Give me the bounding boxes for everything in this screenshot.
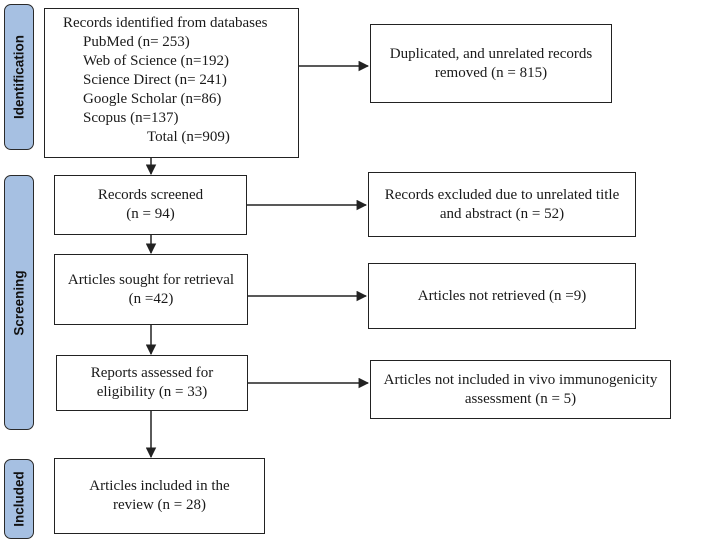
source-scopus: Scopus (n=137) [83, 110, 179, 126]
stage-bar-screening: Screening [4, 175, 34, 430]
screened-line1: Records screened [97, 187, 204, 203]
stage-bar-identification: Identification [4, 4, 34, 150]
removed-line1: Duplicated, and unrelated records [389, 45, 593, 62]
retrieval-line1: Articles sought for retrieval [67, 271, 235, 288]
identification-total: Total (n=909) [147, 129, 230, 145]
removed-box: Duplicated, and unrelated records remove… [370, 24, 612, 103]
not-included-line1: Articles not included in vivo immunogeni… [383, 371, 658, 388]
not-included-line2: assessment (n = 5) [464, 390, 577, 407]
screened-line2: (n = 94) [126, 206, 175, 222]
stage-bar-included: Included [4, 459, 34, 539]
source-web-of-science: Web of Science (n=192) [83, 53, 229, 69]
eligibility-box: Reports assessed for eligibility (n = 33… [56, 355, 248, 411]
identification-heading: Records identified from databases [63, 15, 268, 31]
included-line1: Articles included in the [89, 478, 230, 494]
eligibility-line1: Reports assessed for [90, 365, 214, 381]
excluded-line1: Records excluded due to unrelated title [384, 186, 620, 203]
source-google-scholar: Google Scholar (n=86) [83, 91, 222, 107]
not-retrieved-line1: Articles not retrieved (n =9) [417, 287, 587, 304]
included-box: Articles included in the review (n = 28) [54, 458, 265, 534]
screened-box: Records screened (n = 94) [54, 175, 247, 235]
eligibility-line2: eligibility (n = 33) [96, 384, 208, 400]
not-retrieved-box: Articles not retrieved (n =9) [368, 263, 636, 329]
retrieval-box: Articles sought for retrieval (n =42) [54, 254, 248, 325]
excluded-box: Records excluded due to unrelated title … [368, 172, 636, 237]
excluded-line2: and abstract (n = 52) [439, 205, 565, 222]
source-science-direct: Science Direct (n= 241) [83, 72, 227, 88]
retrieval-line2: (n =42) [128, 290, 174, 307]
not-included-box: Articles not included in vivo immunogeni… [370, 360, 671, 419]
identification-box: Records identified from databases PubMed… [44, 8, 299, 158]
included-line2: review (n = 28) [112, 497, 206, 513]
source-pubmed: PubMed (n= 253) [83, 34, 190, 50]
removed-line2: removed (n = 815) [434, 64, 548, 81]
